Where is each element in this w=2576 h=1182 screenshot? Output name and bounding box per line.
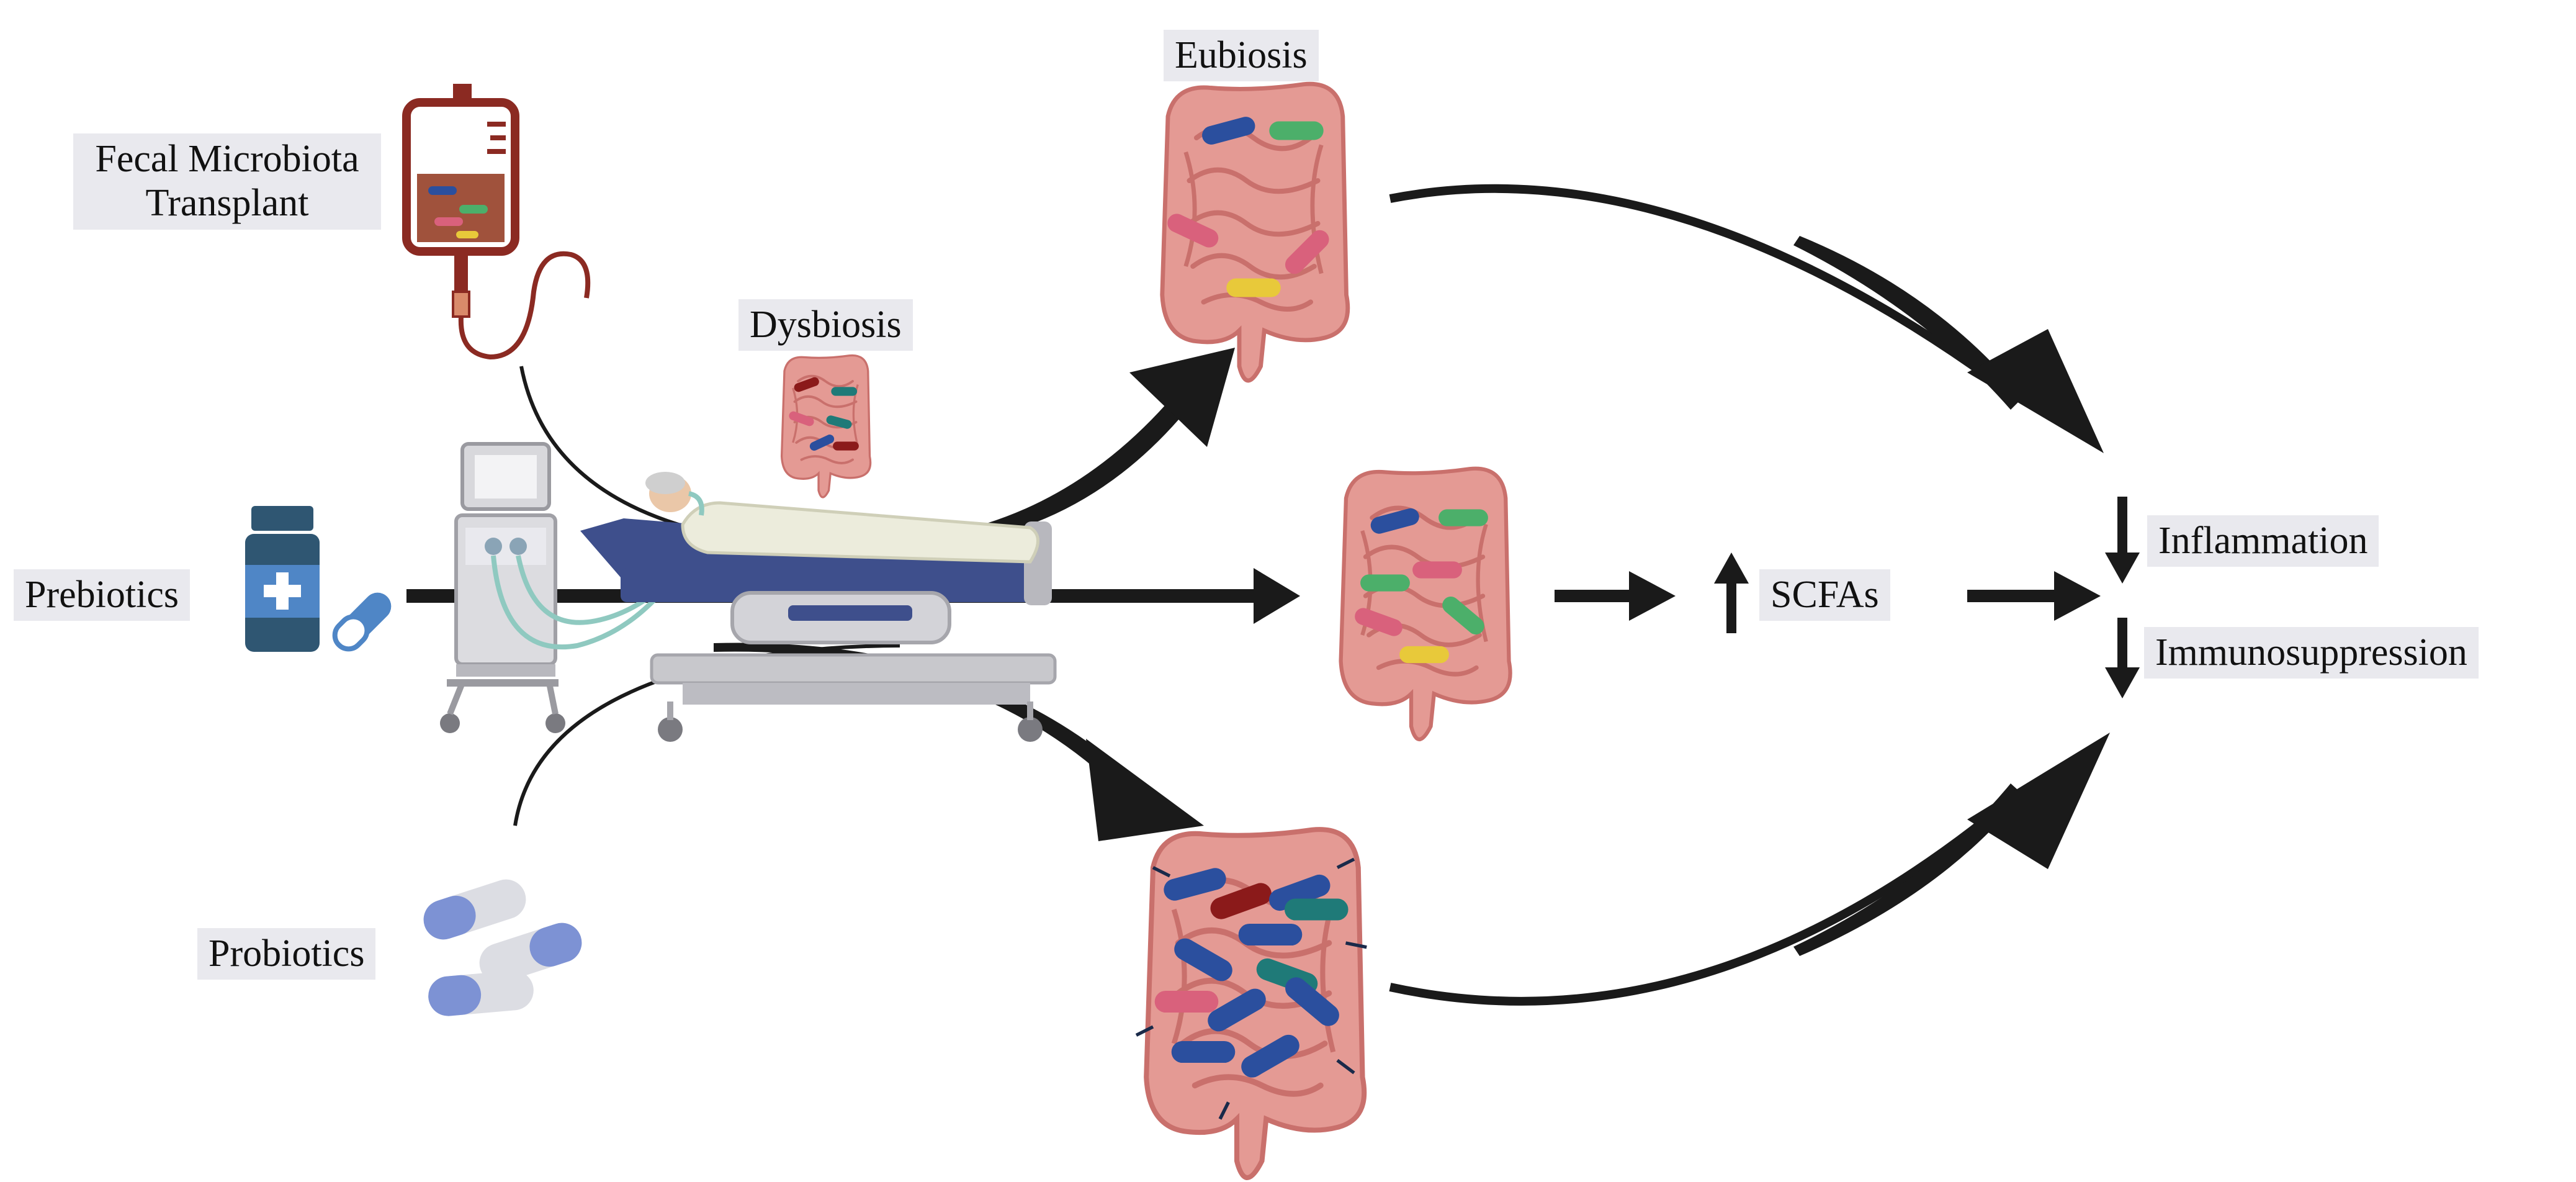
fmt-label-line2: Transplant <box>145 182 309 225</box>
dysbiosis-outcome-head <box>1967 733 2110 869</box>
probiotics-label: Probiotics <box>197 928 376 980</box>
eubiosis-outcome-head <box>1967 329 2104 453</box>
fmt-label: Fecal Microbiota Transplant <box>73 133 381 230</box>
eubiosis-arrow-head <box>1129 348 1235 447</box>
dysbiotic-gut-icon <box>1135 829 1367 1178</box>
probiotics-capsules-icon <box>423 879 582 1016</box>
immunosuppression-label: Immunosuppression <box>2144 627 2479 679</box>
dysbiosis-label: Dysbiosis <box>738 299 913 351</box>
scfas-label: SCFAs <box>1759 569 1890 621</box>
inflammation-label: Inflammation <box>2147 515 2379 567</box>
immunosuppression-down-arrow-head <box>2105 667 2140 698</box>
eubiosis-arrow-shaft <box>900 404 1179 548</box>
fmt-label-line1: Fecal Microbiota <box>95 138 359 180</box>
eubiosis-label: Eubiosis <box>1164 30 1319 82</box>
fmt-bag-icon <box>402 84 591 360</box>
ventilator-icon <box>440 442 710 733</box>
eubiosis-gut-icon <box>1162 84 1348 381</box>
eubiosis-outcome-taper <box>1793 236 2023 410</box>
main-arrow-head <box>1254 568 1300 624</box>
scfa-up-arrow-head <box>1714 553 1749 584</box>
dysbiosis-arrow-head <box>1086 739 1204 841</box>
scfa-arrow-head <box>1629 571 1676 621</box>
dysbiosis-gut-icon <box>780 354 872 499</box>
outcome-arrow-head <box>2054 571 2101 621</box>
prebiotics-label: Prebiotics <box>14 569 190 621</box>
middle-gut-icon <box>1341 469 1510 739</box>
eubiosis-outcome-curve <box>1389 184 2020 401</box>
prebiotics-bottle-icon <box>245 506 320 652</box>
patient-icon <box>645 472 1039 564</box>
inflammation-down-arrow-head <box>2105 553 2140 584</box>
dysbiosis-outcome-curve <box>1389 791 2020 1006</box>
pill-icon <box>332 592 392 652</box>
